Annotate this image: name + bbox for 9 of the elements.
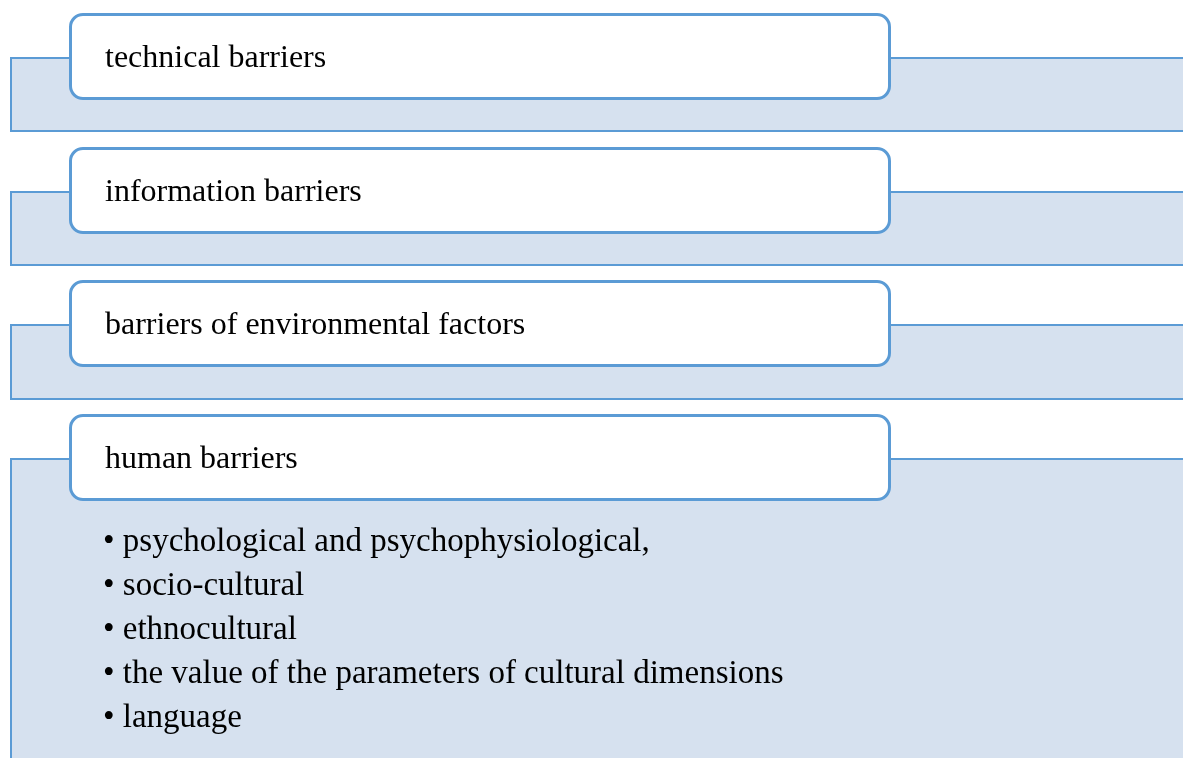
heading-box: human barriers: [69, 414, 891, 501]
heading-box: information barriers: [69, 147, 891, 234]
list-item: • language: [103, 697, 242, 736]
list-item: • psychological and psychophysiological,: [103, 521, 650, 560]
list-item: • ethnocultural: [103, 609, 297, 648]
heading-box: barriers of environmental factors: [69, 280, 891, 367]
heading-box: technical barriers: [69, 13, 891, 100]
list-item: • socio-cultural: [103, 565, 305, 604]
list-item: • the value of the parameters of cultural dimensions: [103, 653, 784, 692]
